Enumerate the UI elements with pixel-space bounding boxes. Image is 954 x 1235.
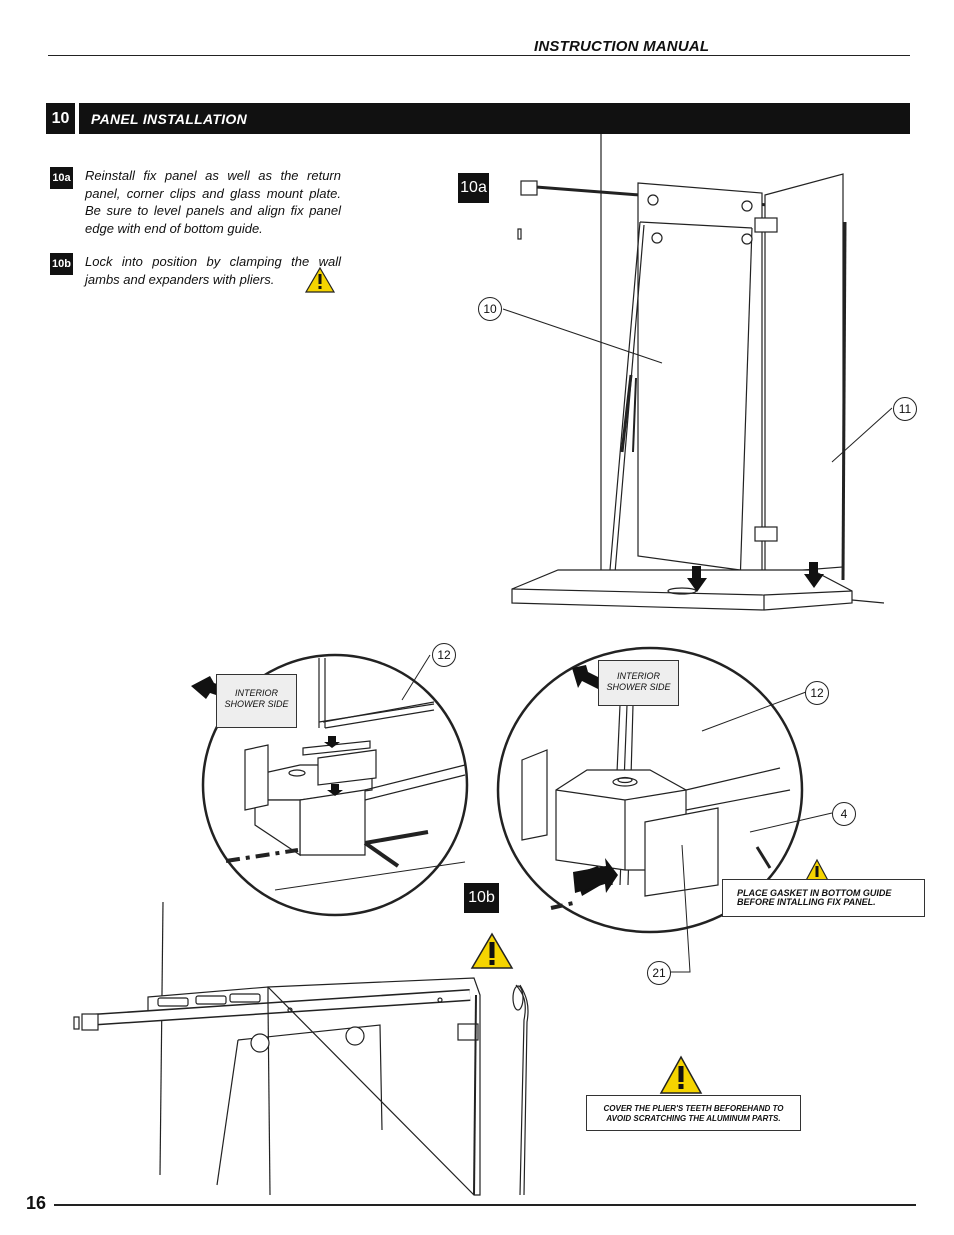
warning-icon xyxy=(470,932,514,969)
arrow-icon xyxy=(687,566,707,592)
pliers-note: COVER THE PLIER'S TEETH BEFOREHAND TO AV… xyxy=(586,1095,801,1131)
step-text-10a: Reinstall fix panel as well as the retur… xyxy=(85,168,341,236)
warning-icon xyxy=(659,1055,703,1094)
callout-11: 11 xyxy=(893,397,917,421)
callout-21: 21 xyxy=(647,961,671,985)
callout-12-left: 12 xyxy=(432,643,456,667)
step-text-10b: Lock into position by clamping the wall … xyxy=(85,254,341,287)
figure-label-10a: 10a xyxy=(458,173,489,203)
detail-right-drawing xyxy=(496,646,833,973)
header-rule xyxy=(48,55,910,56)
warning-icon xyxy=(304,266,336,293)
section-bar: PANEL INSTALLATION xyxy=(79,103,910,134)
section-title: PANEL INSTALLATION xyxy=(91,111,248,127)
section-number: 10 xyxy=(46,103,75,134)
gasket-note: PLACE GASKET IN BOTTOM GUIDE BEFORE INTA… xyxy=(722,879,925,917)
page-number: 16 xyxy=(26,1193,47,1213)
interior-label-right: INTERIOR SHOWER SIDE xyxy=(598,660,679,706)
manual-title: INSTRUCTION MANUAL xyxy=(534,38,710,55)
step-badge-10b: 10b xyxy=(50,253,73,275)
callout-10: 10 xyxy=(478,297,502,321)
callout-12-right: 12 xyxy=(805,681,829,705)
arrow-icon xyxy=(573,858,618,893)
callout-4: 4 xyxy=(832,802,856,826)
arrow-icon xyxy=(804,562,824,588)
step-badge-10a: 10a xyxy=(50,167,73,189)
footer-rule xyxy=(54,1204,916,1206)
fig-10a-drawing xyxy=(502,134,893,611)
interior-label-left: INTERIOR SHOWER SIDE xyxy=(216,674,297,728)
clamp-drawing xyxy=(73,901,529,1196)
figure-label-10b: 10b xyxy=(464,883,499,913)
